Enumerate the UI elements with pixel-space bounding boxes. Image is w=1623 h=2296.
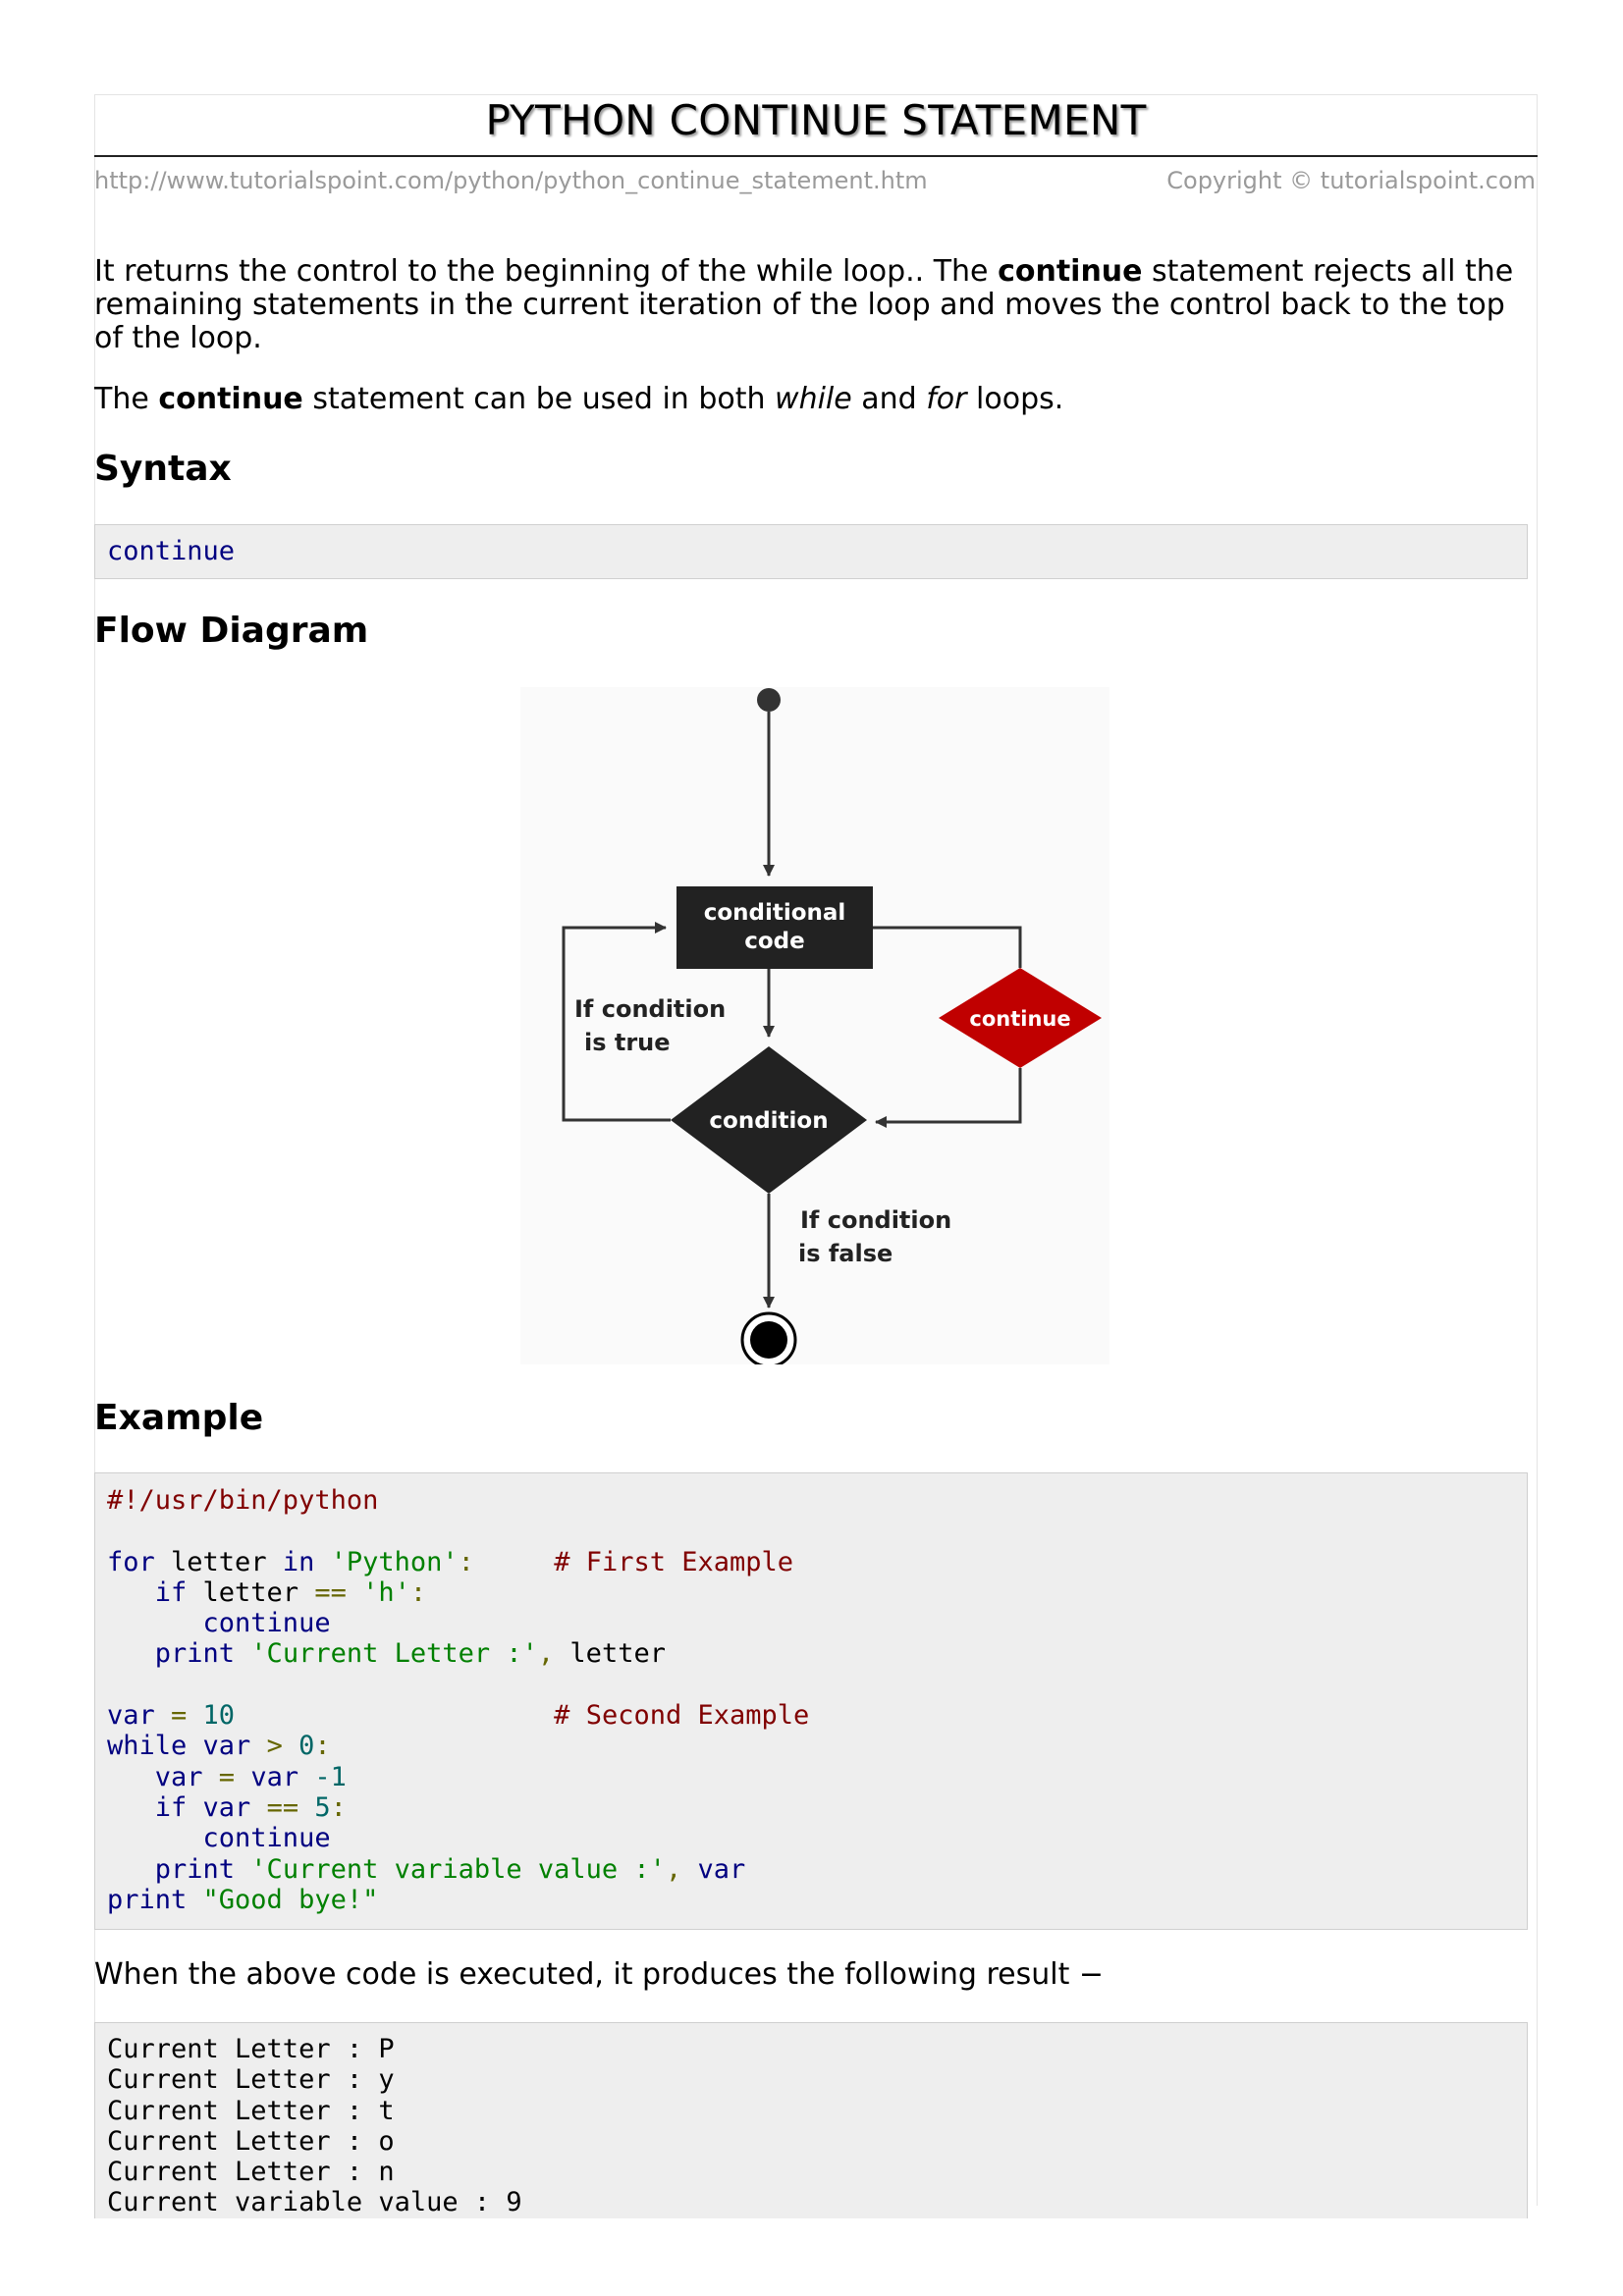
flow-diagram: conditional code condition If condition …	[520, 687, 1109, 1364]
box-to-continue-line	[873, 926, 1022, 968]
page-title: PYTHON CONTINUE STATEMENT	[485, 96, 1147, 144]
code-token: in	[282, 1546, 315, 1577]
intro-paragraph-2: The continue statement can be used in bo…	[94, 383, 1528, 416]
result-intro: When the above code is executed, it prod…	[94, 1957, 1105, 1992]
code-token: print	[107, 1884, 188, 1915]
source-url[interactable]: http://www.tutorialspoint.com/python/pyt…	[94, 167, 928, 194]
page-frame	[94, 94, 1538, 2206]
code-token: if	[107, 1576, 188, 1608]
code-token: var	[235, 1761, 299, 1792]
code-token: 'Python'	[314, 1546, 459, 1577]
example-code-block: #!/usr/bin/python for letter in 'Python'…	[94, 1472, 1528, 1930]
result-output-block: Current Letter : P Current Letter : y Cu…	[94, 2022, 1528, 2218]
code-token: :	[314, 1731, 331, 1762]
code-token: print	[107, 1853, 236, 1885]
false-label-line2: is false	[798, 1240, 893, 1267]
code-token: continue	[107, 1823, 331, 1854]
end-node	[750, 1321, 787, 1359]
code-token: -1	[298, 1761, 347, 1792]
code-token: =	[154, 1700, 188, 1732]
continue-diamond	[939, 968, 1102, 1068]
title-rule	[94, 155, 1538, 157]
copyright-notice: Copyright © tutorialspoint.com	[1166, 167, 1536, 194]
code-token: 5	[298, 1791, 331, 1823]
intro-italic-keyword: for	[926, 382, 967, 416]
code-token: :	[409, 1576, 427, 1608]
output-line: Current Letter : o	[107, 2125, 395, 2157]
condition-label: condition	[709, 1108, 828, 1134]
intro-bold-keyword: continue	[998, 254, 1143, 289]
example-heading: Example	[94, 1398, 264, 1438]
box-label-line2: code	[744, 929, 805, 954]
code-token: while	[107, 1731, 188, 1762]
code-token: letter	[187, 1576, 315, 1608]
intro-text: The	[94, 382, 159, 416]
condition-diamond	[671, 1046, 867, 1194]
syntax-code-block: continue	[94, 524, 1528, 579]
code-comment: # First Example	[473, 1546, 794, 1577]
code-comment: # Second Example	[235, 1700, 810, 1732]
code-token: 'Current variable value :'	[235, 1853, 666, 1885]
code-token: continue	[107, 1608, 331, 1639]
code-token: 'Current Letter :'	[235, 1638, 538, 1670]
code-token: for	[107, 1546, 155, 1577]
code-token: print	[107, 1638, 236, 1670]
code-token: var	[681, 1853, 746, 1885]
intro-text: statement can be used in both	[302, 382, 776, 416]
flow-diagram-heading: Flow Diagram	[94, 611, 369, 651]
code-token: ==	[250, 1791, 299, 1823]
intro-text: It returns the control to the beginning …	[94, 254, 999, 289]
output-line: Current Letter : P	[107, 2034, 395, 2064]
code-token: 10	[187, 1700, 236, 1732]
code-token: var	[107, 1700, 155, 1732]
intro-text: statement rejects all the remaining stat…	[94, 254, 1514, 355]
intro-text: and	[851, 382, 927, 416]
code-token: ==	[314, 1576, 347, 1608]
intro-italic-keyword: while	[775, 382, 852, 416]
code-token: letter	[154, 1546, 283, 1577]
true-label-line2: is true	[584, 1029, 671, 1056]
intro-bold-keyword: continue	[158, 382, 303, 416]
code-token: letter	[554, 1638, 666, 1670]
true-label-line1: If condition	[574, 995, 726, 1023]
code-token: :	[330, 1791, 347, 1823]
code-token: ,	[665, 1853, 682, 1885]
code-token: ,	[537, 1638, 555, 1670]
code-token: :	[458, 1546, 474, 1577]
continue-back-arrow	[875, 1068, 1022, 1128]
output-line: Current Letter : t	[107, 2095, 395, 2126]
output-line: Current variable value : 9	[107, 2187, 522, 2218]
code-token: =	[202, 1761, 236, 1792]
code-token: >	[250, 1731, 283, 1762]
intro-paragraph-1: It returns the control to the beginning …	[94, 255, 1528, 355]
code-token: 0	[282, 1731, 315, 1762]
continue-label: continue	[969, 1007, 1070, 1031]
code-token: "Good bye!"	[187, 1884, 379, 1915]
code-token: var	[107, 1761, 203, 1792]
code-token: var	[187, 1731, 251, 1762]
syntax-code: continue	[107, 536, 236, 566]
output-line: Current Letter : n	[107, 2157, 395, 2188]
box-label-line1: conditional	[704, 900, 846, 926]
output-line: Current Letter : y	[107, 2064, 395, 2096]
intro-text: loops.	[966, 382, 1064, 416]
code-token: 'h'	[346, 1576, 410, 1608]
code-shebang: #!/usr/bin/python	[107, 1485, 379, 1516]
true-loop-arrow	[562, 922, 671, 1122]
code-token: if	[107, 1791, 188, 1823]
syntax-heading: Syntax	[94, 449, 232, 489]
code-token: var	[187, 1791, 251, 1823]
false-label-line1: If condition	[800, 1206, 951, 1234]
start-node	[757, 688, 781, 712]
conditional-code-box	[676, 886, 873, 969]
example-code: #!/usr/bin/python for letter in 'Python'…	[107, 1485, 1515, 1915]
